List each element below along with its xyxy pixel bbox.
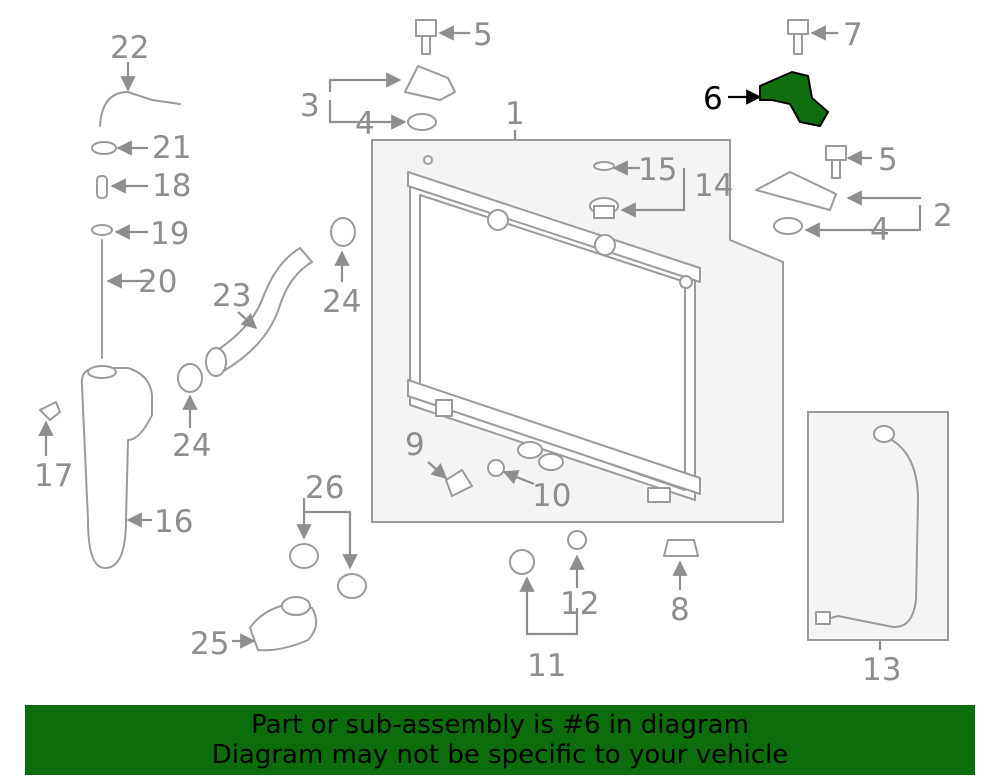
callout-4-right: 4 — [870, 212, 890, 248]
sensor-panel — [807, 411, 949, 641]
callout-24-top: 24 — [322, 284, 361, 320]
callout-22: 22 — [110, 30, 149, 66]
callout-19: 19 — [150, 216, 189, 252]
banner-line-2: Diagram may not be specific to your vehi… — [211, 740, 789, 770]
callout-10: 10 — [532, 478, 571, 514]
banner-line-1: Part or sub-assembly is #6 in diagram — [251, 710, 749, 740]
drain-parts-illustration — [445, 459, 699, 575]
cap-illustration — [589, 161, 619, 219]
callout-23: 23 — [212, 278, 251, 314]
callout-18: 18 — [152, 168, 191, 204]
leader-lines — [38, 25, 922, 650]
sensor-harness-illustration — [823, 435, 919, 628]
part-6-bracket-highlight — [759, 70, 830, 128]
callout-12: 12 — [560, 586, 599, 622]
callout-17: 17 — [34, 458, 73, 494]
callout-14: 14 — [694, 168, 733, 204]
callout-5-top: 5 — [473, 17, 493, 53]
callout-6: 6 — [703, 81, 723, 117]
radiator-illustration — [407, 155, 701, 503]
callout-2: 2 — [933, 198, 953, 234]
callout-11: 11 — [527, 648, 566, 684]
callout-20: 20 — [138, 264, 177, 300]
lower-hose-illustration — [249, 543, 367, 652]
callout-13: 13 — [862, 652, 901, 688]
callout-15: 15 — [638, 152, 677, 188]
callout-26: 26 — [305, 470, 344, 506]
callout-8: 8 — [670, 592, 690, 628]
callout-16: 16 — [154, 504, 193, 540]
callout-5-right: 5 — [878, 142, 898, 178]
callout-24-bottom: 24 — [172, 428, 211, 464]
bracket-illustrations — [404, 19, 847, 235]
callout-21: 21 — [152, 130, 191, 166]
info-banner: Part or sub-assembly is #6 in diagram Di… — [25, 705, 975, 775]
callout-1: 1 — [505, 96, 525, 132]
reserve-tank-illustration — [39, 91, 181, 569]
callout-4-top: 4 — [355, 106, 375, 142]
callout-3: 3 — [300, 88, 320, 124]
callout-7: 7 — [843, 17, 863, 53]
callout-25: 25 — [190, 626, 229, 662]
callout-9: 9 — [405, 427, 425, 463]
